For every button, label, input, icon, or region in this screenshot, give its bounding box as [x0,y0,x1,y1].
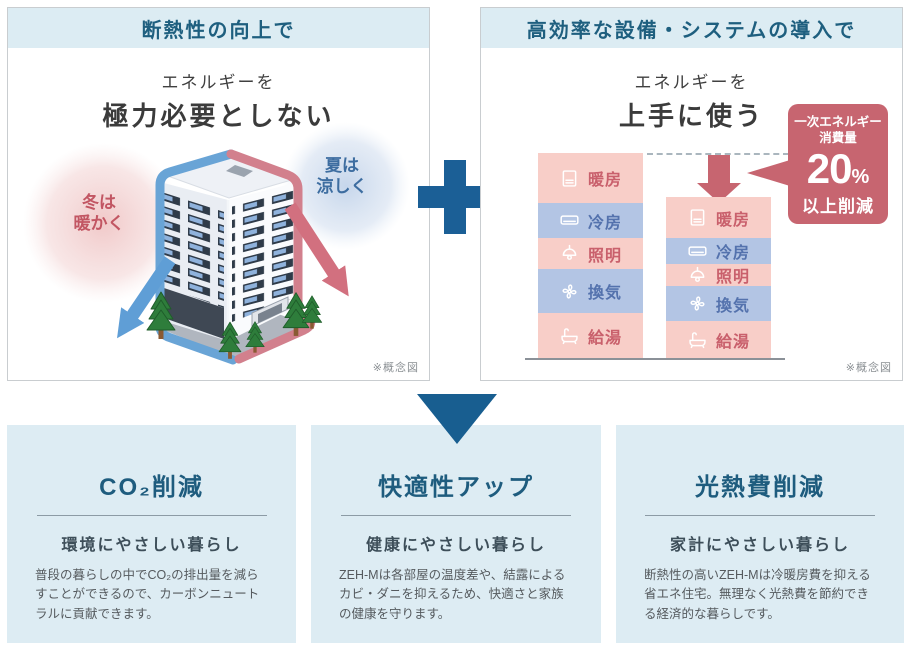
down-arrow-icon [417,394,497,444]
insulation-subtitle-line2: 極力必要としない [102,101,335,131]
segment-label: 照明 [715,269,750,286]
callout-unit: % [851,165,870,188]
svg-text:涼しく: 涼しく [317,176,368,196]
insulation-subtitle-line1: エネルギーを [161,73,276,92]
fan-icon [559,281,580,302]
trees [146,291,323,359]
stacked-bar-left-bar-before: 暖房冷房照明換気給湯 [538,153,643,358]
cool-arrow-icon [117,256,176,339]
stacked-bar-right-bar-after: 暖房冷房照明換気給湯 [666,197,771,358]
efficiency-subtitle-line1: エネルギーを [634,73,749,92]
card-divider [645,515,875,516]
card-subtitle: 家計にやさしい暮らし [669,537,850,554]
efficiency-panel: 高効率な設備・システムの導入で エネルギーを 上手に使う 一次エネルギー 消費量… [480,7,903,381]
heater-icon [687,207,708,228]
segment-label: 給湯 [587,329,622,347]
heater-icon [559,168,580,189]
chart-baseline [525,358,785,360]
building-entrance-left [164,288,224,339]
summer-label: 夏は 涼しく [317,156,368,196]
fan-icon [687,293,708,314]
benefit-card-co2: CO₂削減 環境にやさしい暮らし 普段の暮らしの中でCO₂の排出量を減らすことが… [7,425,296,643]
efficiency-subtitle-line2: 上手に使う [618,101,764,131]
chart-segment-冷房: 冷房 [666,238,771,264]
insulation-panel-header: 断熱性の向上で [8,8,429,48]
card-body: 普段の暮らしの中でCO₂の排出量を減らすことができるので、カーボンニュートラルに… [35,568,260,621]
reference-dashed-line [647,153,789,155]
winter-label: 冬は 暖かく [74,192,125,233]
concept-note: ※概念図 [372,362,419,374]
card-divider [36,515,267,516]
svg-text:暖かく: 暖かく [74,213,125,233]
chart-segment-換気: 換気 [538,269,643,313]
card-title: CO₂削減 [99,474,204,501]
insulation-panel: 断熱性の向上で エネルギーを 極力必要としない [7,7,430,381]
light-icon [559,243,580,264]
chart-segment-冷房: 冷房 [538,203,643,238]
building-entrance-right [251,296,289,327]
light-icon [687,265,708,286]
reduction-callout: 一次エネルギー 消費量 20% 以上削減 [747,104,888,224]
chart-segment-照明: 照明 [666,264,771,286]
segment-label: 換気 [715,297,750,315]
segment-label: 暖房 [715,211,750,229]
blue-insulation-outline [155,149,236,325]
benefit-card-utility-cost: 光熱費削減 家計にやさしい暮らし 断熱性の高いZEH-Mは冷暖房費を抑える省エネ… [616,425,904,643]
energy-chart: 一次エネルギー 消費量 20% 以上削減 暖房冷房照明換気給湯暖房冷房照明換気給… [481,8,904,382]
warm-glow-blob [23,143,183,303]
ac-icon [559,210,580,231]
card-body: ZEH-Mは各部屋の温度差や、結露によるカビ・ダニを抑えるため、快適さと家族の健… [339,568,566,621]
benefit-card-comfort: 快適性アップ 健康にやさしい暮らし ZEH-Mは各部屋の温度差や、結露によるカビ… [311,425,601,643]
building-illustration: 冬は 暖かく 夏は 涼しく [23,122,410,365]
callout-value: 20% [806,144,870,192]
callout-pointer [747,160,790,186]
plus-icon [418,160,492,234]
chart-segment-給湯: 給湯 [538,313,643,358]
concept-note: ※概念図 [845,362,892,374]
chart-segment-暖房: 暖房 [538,153,643,203]
segment-label: 換気 [587,285,622,302]
efficiency-panel-header: 高効率な設備・システムの導入で [481,8,902,48]
chart-segment-換気: 換気 [666,286,771,321]
card-subtitle: 環境にやさしい暮らし [61,537,242,554]
callout-line2: 消費量 [819,131,857,146]
chart-segment-給湯: 給湯 [666,321,771,358]
card-body: 断熱性の高いZEH-Mは冷暖房費を抑える省エネ住宅。無理なく光熱費を節約できる経… [644,568,871,621]
card-subtitle: 健康にやさしい暮らし [365,537,546,554]
segment-label: 冷房 [587,214,622,232]
callout-line1: 一次エネルギー [794,115,882,129]
warm-arrow-icon [284,202,349,297]
bath-icon [687,329,708,350]
svg-text:夏は: 夏は [325,156,359,175]
ac-icon [687,241,708,262]
chart-segment-暖房: 暖房 [666,197,771,238]
card-title: 快適性アップ [378,474,534,501]
chart-segment-照明: 照明 [538,238,643,269]
segment-label: 冷房 [715,245,750,262]
segment-label: 照明 [587,247,622,265]
callout-suffix: 以上削減 [802,196,874,216]
segment-label: 暖房 [587,172,622,189]
reduction-arrow-icon [697,155,741,203]
card-title: 光熱費削減 [695,474,825,501]
cool-glow-blob [282,122,410,250]
svg-text:冬は: 冬は [82,192,116,212]
bath-icon [559,325,580,346]
card-divider [341,515,571,516]
segment-label: 給湯 [715,333,750,351]
